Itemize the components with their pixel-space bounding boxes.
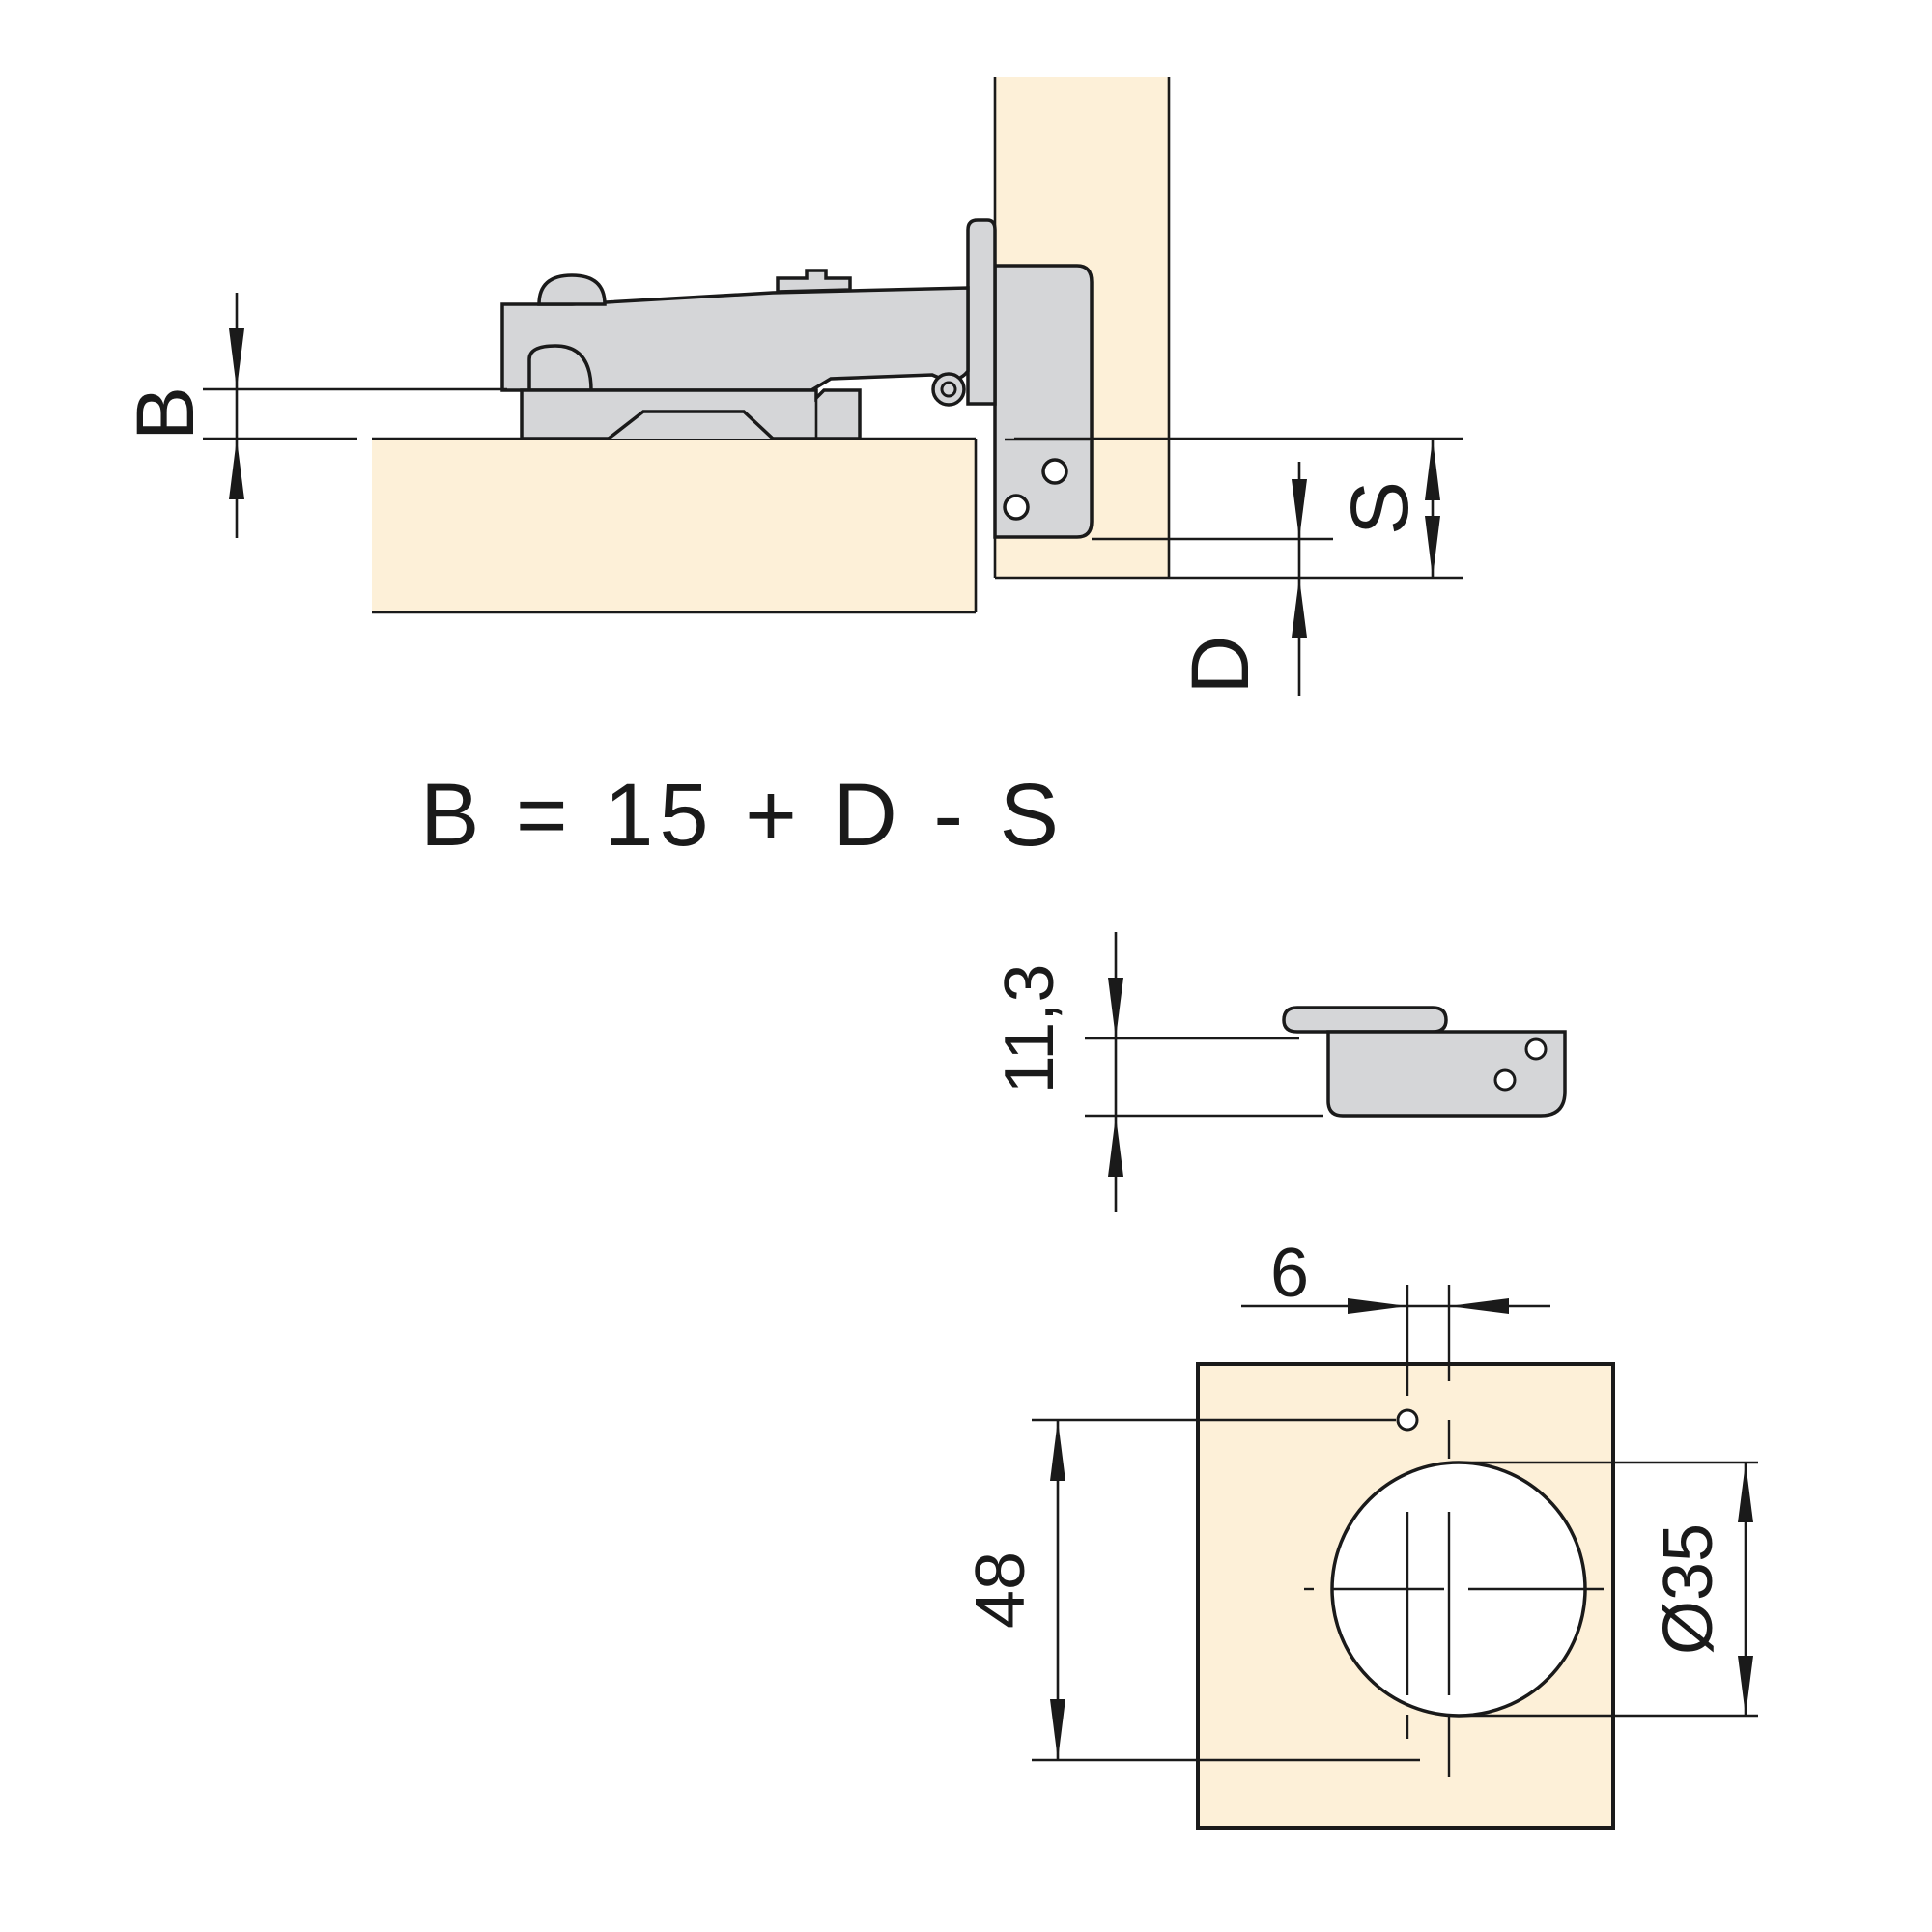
label-d: D bbox=[1175, 636, 1265, 695]
plate-screw-hole bbox=[1003, 494, 1030, 521]
plate-side-view: 11,3 bbox=[991, 932, 1567, 1212]
hinge-bracket bbox=[966, 218, 997, 406]
plate-side-hole bbox=[1524, 1037, 1548, 1061]
pilot-hole bbox=[1396, 1408, 1419, 1432]
label-height: 11,3 bbox=[991, 964, 1068, 1094]
plate-screw-hole bbox=[1041, 458, 1068, 485]
arm-step bbox=[527, 344, 593, 392]
pivot-pin-inner bbox=[940, 381, 957, 398]
dimension-diameter: Ø35 bbox=[1459, 1461, 1758, 1718]
label-s: S bbox=[1334, 481, 1425, 535]
door-panel bbox=[372, 439, 976, 612]
plate-flange bbox=[1282, 1006, 1448, 1034]
plate-side-hole bbox=[1493, 1068, 1517, 1092]
cup-recess bbox=[607, 410, 775, 440]
drilling-pattern-view: 6 48 Ø35 bbox=[962, 1235, 1758, 1830]
label-b: B bbox=[120, 386, 211, 440]
label-spacing: 48 bbox=[962, 1551, 1039, 1629]
dimension-s: S bbox=[1014, 437, 1463, 580]
plate-body bbox=[1326, 1030, 1567, 1118]
dimension-height: 11,3 bbox=[991, 932, 1323, 1212]
dimension-spacing: 48 bbox=[962, 1418, 1420, 1762]
dimension-b: B bbox=[120, 293, 507, 538]
arm-adjustment-screw bbox=[537, 273, 607, 306]
hinge-mounted-view: B S D bbox=[120, 77, 1463, 696]
dimension-offset: 6 bbox=[1241, 1235, 1550, 1314]
formula-text: B = 15 + D - S bbox=[420, 766, 1065, 865]
arm-clip bbox=[776, 269, 852, 294]
label-diameter: Ø35 bbox=[1650, 1523, 1727, 1655]
label-offset: 6 bbox=[1270, 1235, 1309, 1312]
dimension-d: D bbox=[1092, 462, 1333, 696]
